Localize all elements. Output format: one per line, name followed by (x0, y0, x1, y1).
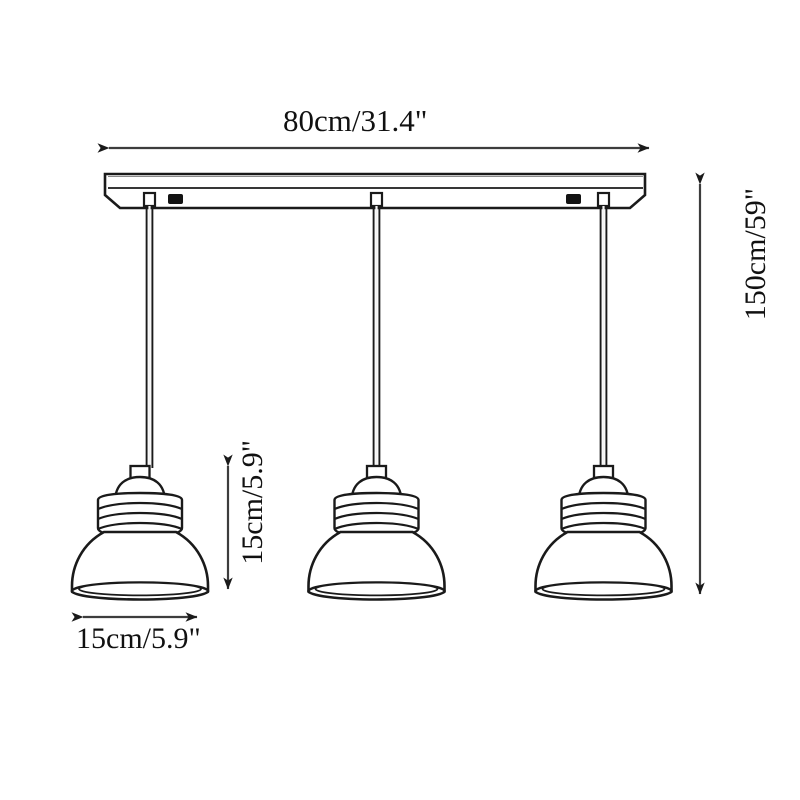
cable-grip-center (369, 191, 384, 208)
cable-grip-right (596, 191, 611, 208)
pendant-shade-right (534, 464, 673, 601)
suspension-cords (145, 206, 608, 468)
shade-ribbed-collar-center (333, 491, 420, 539)
mount-screw-left (168, 194, 183, 204)
canopy-body (103, 172, 647, 210)
cord-center (372, 206, 381, 468)
dimension-label-total-drop: 150cm/59" (739, 56, 773, 320)
dimension-label-total-width: 80cm/31.4" (283, 103, 428, 138)
dimension-label-shade-width: 15cm/5.9" (76, 622, 201, 655)
cord-left (145, 206, 154, 468)
shade-rim-inner-left (78, 581, 202, 597)
cord-right (599, 206, 608, 468)
shade-ribbed-collar-left (96, 491, 184, 539)
mount-screw-right (566, 194, 581, 204)
cable-grip-left (142, 191, 157, 208)
dimension-label-shade-height: 15cm/5.9" (236, 315, 270, 565)
shade-ribbed-collar-right (560, 491, 647, 539)
pendant-shade-center (307, 464, 446, 601)
shade-rim-inner-center (314, 581, 439, 597)
canopy-mount-bar (103, 172, 647, 210)
pendant-shade-left (70, 464, 210, 601)
shade-rim-inner-right (541, 581, 666, 597)
dimension-label-total-drop-text: 150cm/59" (739, 188, 772, 321)
dimension-label-shade-height-text: 15cm/5.9" (236, 440, 269, 565)
